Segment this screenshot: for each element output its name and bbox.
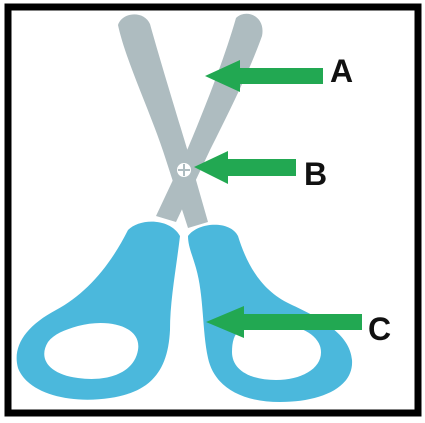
handle-right-hole [232, 324, 321, 380]
label-b: B [304, 156, 327, 192]
label-a: A [330, 53, 353, 89]
label-c: C [368, 311, 391, 347]
pivot-screw-icon [176, 162, 192, 178]
